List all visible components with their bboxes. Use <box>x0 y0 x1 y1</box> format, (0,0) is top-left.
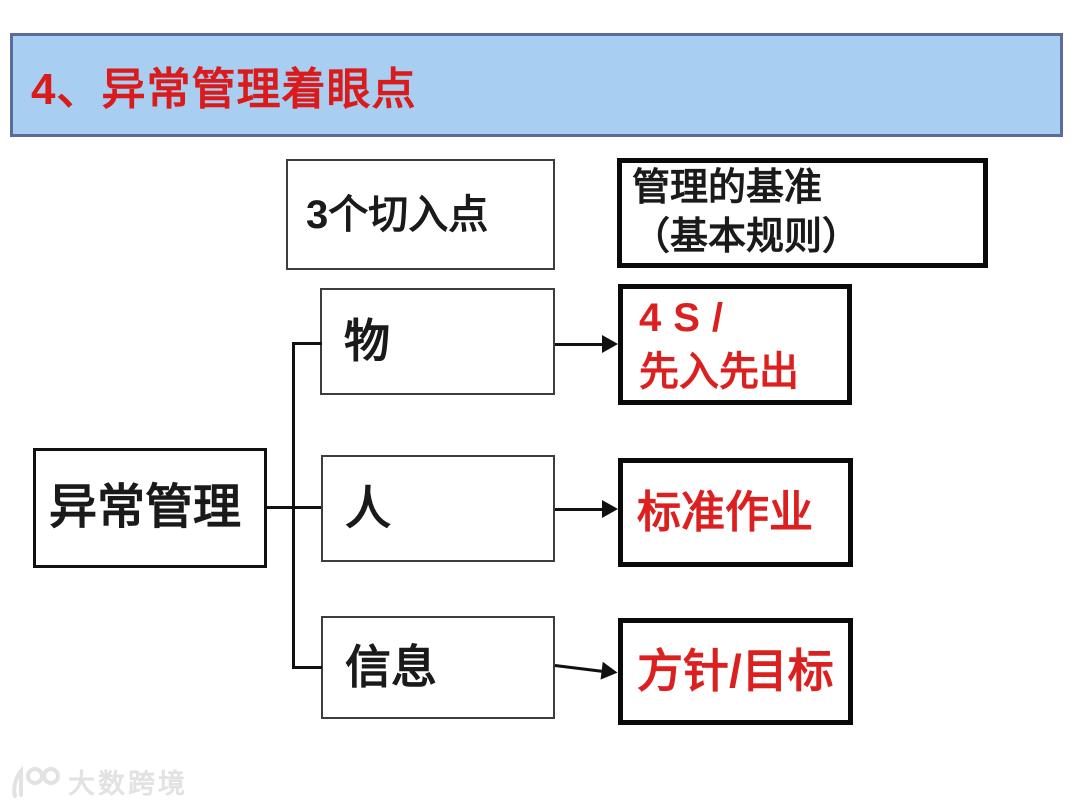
connector-elbow-information <box>292 666 322 669</box>
arrowhead-icon <box>602 335 618 353</box>
standard-box-policy-goals: 方针/目标 <box>618 618 853 725</box>
arrowhead-icon <box>600 661 619 682</box>
source-information-label: 信息 <box>345 640 437 693</box>
source-box-information: 信息 <box>321 616 555 719</box>
arrow-information-to-policy <box>554 656 619 682</box>
brand-name: 大数跨境 <box>68 769 188 799</box>
standards-header-box: 管理的基准 （基本规则） <box>617 158 988 268</box>
source-box-people: 人 <box>321 455 555 562</box>
brand-logo-100-icon <box>12 765 60 798</box>
watermark: 大数跨境 <box>8 762 188 801</box>
connector-trunk-vertical <box>292 342 295 669</box>
arrowhead-icon <box>602 500 618 518</box>
arrow-shaft <box>555 507 602 511</box>
standard-box-standard-work: 标准作业 <box>618 458 853 567</box>
entry-points-label: 3个切入点 <box>306 192 489 237</box>
root-box-label: 异常管理 <box>49 480 242 534</box>
standard-4s-line2: 先入先出 <box>639 349 799 394</box>
arrow-shaft <box>554 663 602 673</box>
entry-points-header-box: 3个切入点 <box>286 159 555 270</box>
standard-4s-line1: 4S/ <box>639 295 736 340</box>
source-material-label: 物 <box>344 314 390 367</box>
title-bar: 4、异常管理着眼点 <box>10 33 1063 137</box>
connector-elbow-material <box>292 342 322 345</box>
source-people-label: 人 <box>345 481 391 534</box>
slide-title: 4、异常管理着眼点 <box>31 65 417 114</box>
arrow-people-to-standard-work <box>555 500 618 518</box>
standards-header-line1: 管理的基准 <box>632 166 823 209</box>
arrow-material-to-4s <box>555 335 618 353</box>
standard-box-4s-fifo: 4S/ 先入先出 <box>618 284 852 405</box>
standard-work-label: 标准作业 <box>637 487 813 537</box>
root-box-abnormality-management: 异常管理 <box>33 448 267 568</box>
source-box-material: 物 <box>320 288 555 395</box>
standards-header-line2: （基本规则） <box>632 216 861 258</box>
arrow-shaft <box>555 342 602 346</box>
standard-policy-label: 方针/目标 <box>637 644 834 697</box>
